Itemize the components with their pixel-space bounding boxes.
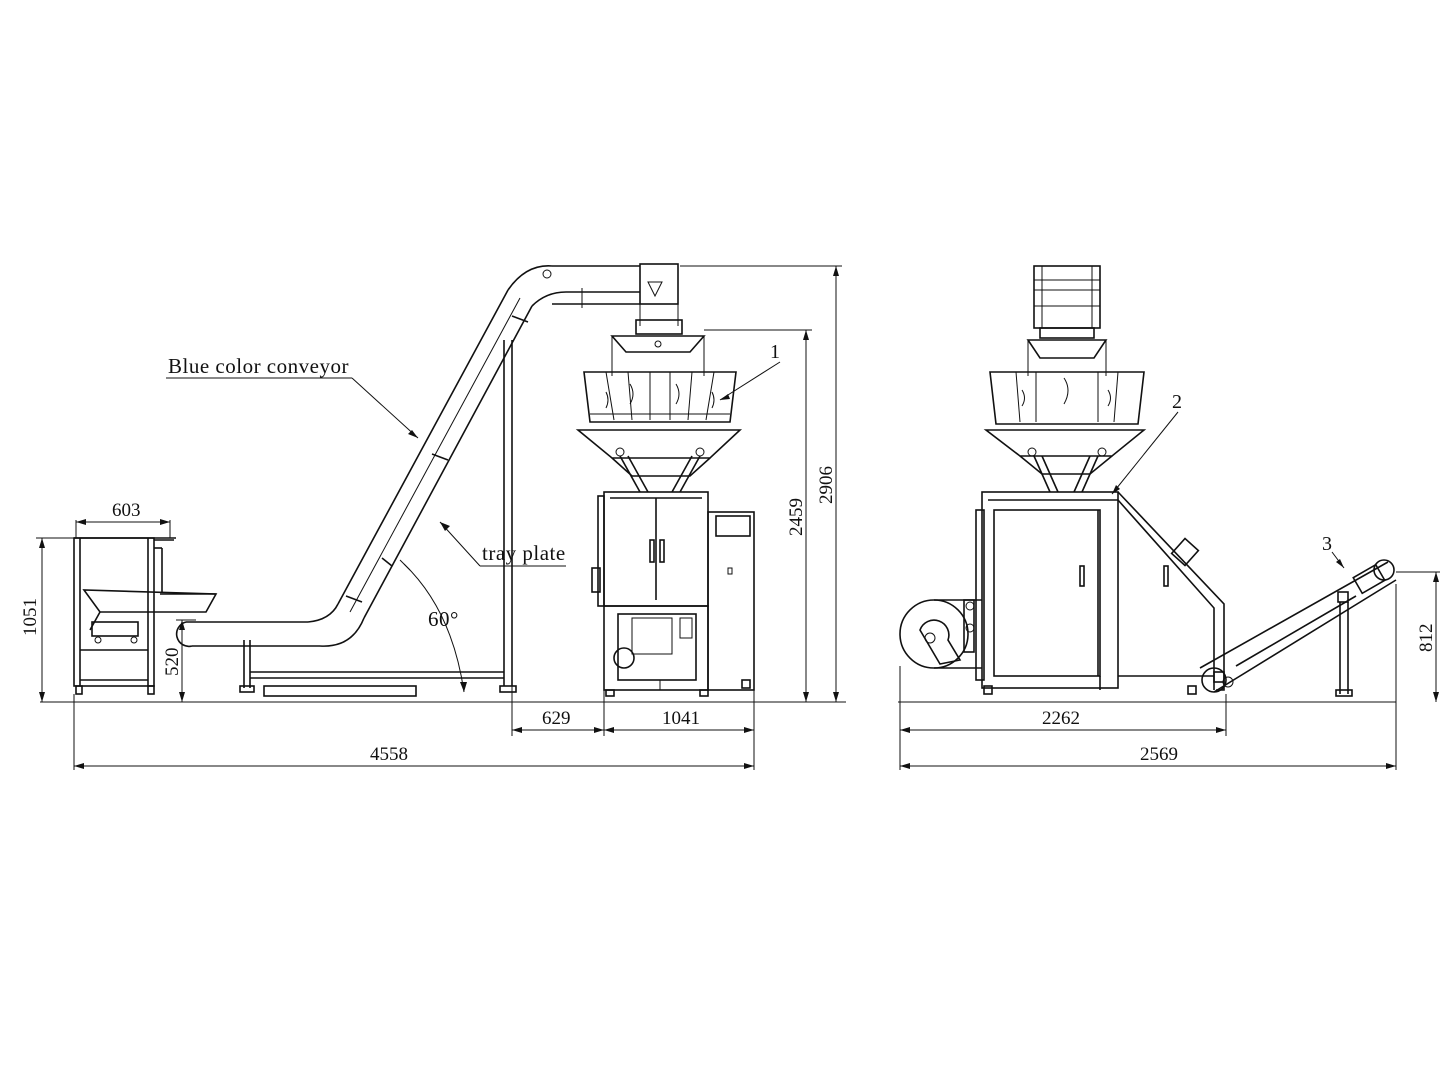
angle-annotation: 60° bbox=[399, 559, 467, 693]
label-blue-conveyor-text: Blue color conveyor bbox=[168, 354, 349, 378]
dim-label-629: 629 bbox=[542, 708, 571, 729]
callout-2-label: 2 bbox=[1172, 391, 1182, 413]
label-tray-plate: tray plate bbox=[439, 521, 566, 567]
packing-machine-side bbox=[899, 491, 1225, 695]
multihead-weigher-front bbox=[575, 319, 743, 493]
packing-machine-front bbox=[591, 491, 755, 697]
dim-output-height: 812 bbox=[1396, 571, 1440, 702]
dim-label-812: 812 bbox=[1416, 624, 1437, 653]
dim-label-1051: 1051 bbox=[20, 598, 41, 636]
callout-1: 1 bbox=[719, 341, 781, 401]
callout-1-label: 1 bbox=[770, 341, 780, 363]
dim-label-2262: 2262 bbox=[1042, 708, 1080, 729]
multihead-weigher-side bbox=[983, 265, 1147, 493]
label-tray-plate-text: tray plate bbox=[482, 541, 566, 565]
dim-total-length: 4558 bbox=[73, 694, 754, 770]
dim-bottom-side: 2262 2569 bbox=[899, 584, 1397, 770]
dim-table-width: 603 bbox=[75, 500, 171, 538]
blue-conveyor bbox=[175, 263, 679, 697]
feeding-table bbox=[73, 537, 218, 695]
callout-3: 3 bbox=[1322, 533, 1345, 569]
label-blue-conveyor: Blue color conveyor bbox=[166, 354, 419, 439]
dim-label-603: 603 bbox=[112, 500, 141, 521]
callout-3-label: 3 bbox=[1322, 533, 1332, 555]
dim-total-height: 2906 bbox=[680, 265, 842, 702]
output-conveyor bbox=[1199, 559, 1397, 697]
dim-table-height: 1051 bbox=[20, 537, 74, 702]
dim-label-4558: 4558 bbox=[370, 744, 408, 765]
dim-label-2906: 2906 bbox=[816, 466, 837, 504]
dim-label-2459: 2459 bbox=[786, 498, 807, 536]
dim-label-2569: 2569 bbox=[1140, 744, 1178, 765]
dim-label-1041: 1041 bbox=[662, 708, 700, 729]
dim-bottom-front: 629 1041 bbox=[511, 686, 755, 770]
dim-label-520: 520 bbox=[162, 648, 183, 677]
angle-label: 60° bbox=[428, 607, 459, 631]
dim-weigher-height: 2459 bbox=[704, 329, 812, 702]
dim-tray-height: 520 bbox=[162, 619, 196, 702]
callout-2: 2 bbox=[1111, 391, 1182, 495]
